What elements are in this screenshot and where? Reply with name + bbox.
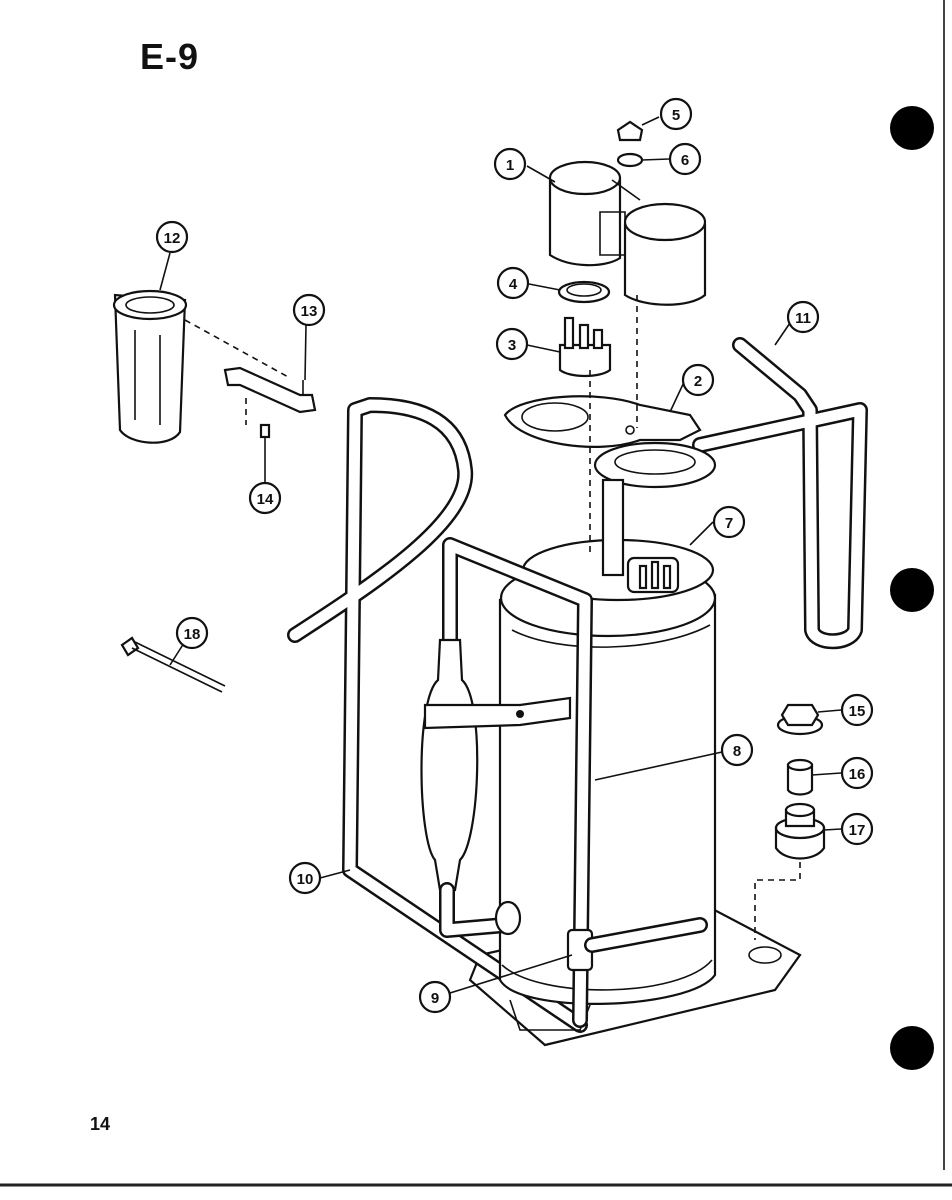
svg-text:10: 10 — [297, 871, 314, 888]
holder-bracket — [223, 366, 317, 414]
accumulator-bracket — [423, 696, 572, 730]
svg-text:6: 6 — [681, 152, 689, 169]
svg-text:4: 4 — [509, 276, 518, 293]
assembly-lines — [184, 295, 801, 940]
svg-text:18: 18 — [184, 626, 201, 643]
mounting-nut — [776, 703, 824, 736]
svg-text:8: 8 — [733, 743, 741, 760]
callout-2: 2 — [681, 363, 715, 397]
mounting-grommet — [774, 802, 826, 860]
svg-text:5: 5 — [672, 107, 680, 124]
callout-8: 8 — [720, 733, 754, 767]
bracket-screw — [259, 423, 271, 439]
accumulator — [420, 638, 522, 938]
frame-pipe — [287, 397, 588, 1033]
terminal-cover-gasket — [503, 395, 717, 577]
callout-16: 16 — [840, 756, 874, 790]
page-number: 14 — [90, 1114, 111, 1134]
inner-pipe-frame — [442, 537, 593, 1028]
callout-1: 1 — [493, 147, 527, 181]
callout-11: 11 — [786, 300, 820, 334]
tie-band — [120, 636, 226, 693]
callout-4: 4 — [496, 266, 530, 300]
svg-text:9: 9 — [431, 990, 439, 1007]
washer — [616, 152, 644, 168]
capacitor-holder — [112, 289, 188, 444]
callout-3: 3 — [495, 327, 529, 361]
svg-text:13: 13 — [301, 303, 318, 320]
callout-13: 13 — [292, 293, 326, 327]
svg-text:16: 16 — [849, 766, 866, 783]
retaining-ring — [557, 280, 611, 304]
svg-text:2: 2 — [694, 373, 702, 390]
svg-text:14: 14 — [257, 491, 274, 508]
svg-text:11: 11 — [795, 310, 811, 327]
cap-nut — [616, 120, 644, 142]
callout-15: 15 — [840, 693, 874, 727]
callout-7: 7 — [712, 505, 746, 539]
mounting-sleeve — [786, 758, 814, 796]
svg-text:1: 1 — [506, 157, 514, 174]
callout-6: 6 — [668, 142, 702, 176]
callout-12: 12 — [155, 220, 189, 254]
callout-10: 10 — [288, 861, 322, 895]
leader-lines — [159, 116, 842, 994]
svg-text:17: 17 — [849, 822, 866, 839]
callout-5: 5 — [659, 97, 693, 131]
svg-text:15: 15 — [849, 703, 866, 720]
binder-hole-top — [890, 106, 934, 150]
overload-protector — [558, 316, 612, 378]
callout-14: 14 — [248, 481, 282, 515]
svg-text:7: 7 — [725, 515, 733, 532]
callout-18: 18 — [175, 616, 209, 650]
callout-9: 9 — [418, 980, 452, 1014]
svg-text:3: 3 — [508, 337, 516, 354]
terminal-pins — [626, 556, 680, 594]
compressor-body — [498, 538, 717, 1031]
callout-17: 17 — [840, 812, 874, 846]
discharge-tube — [692, 337, 868, 650]
diagram-title: E-9 — [140, 36, 200, 77]
binder-hole-middle — [890, 568, 934, 612]
capacitor-assembly — [548, 160, 707, 306]
binder-hole-bottom — [890, 1026, 934, 1070]
svg-text:12: 12 — [164, 230, 181, 247]
